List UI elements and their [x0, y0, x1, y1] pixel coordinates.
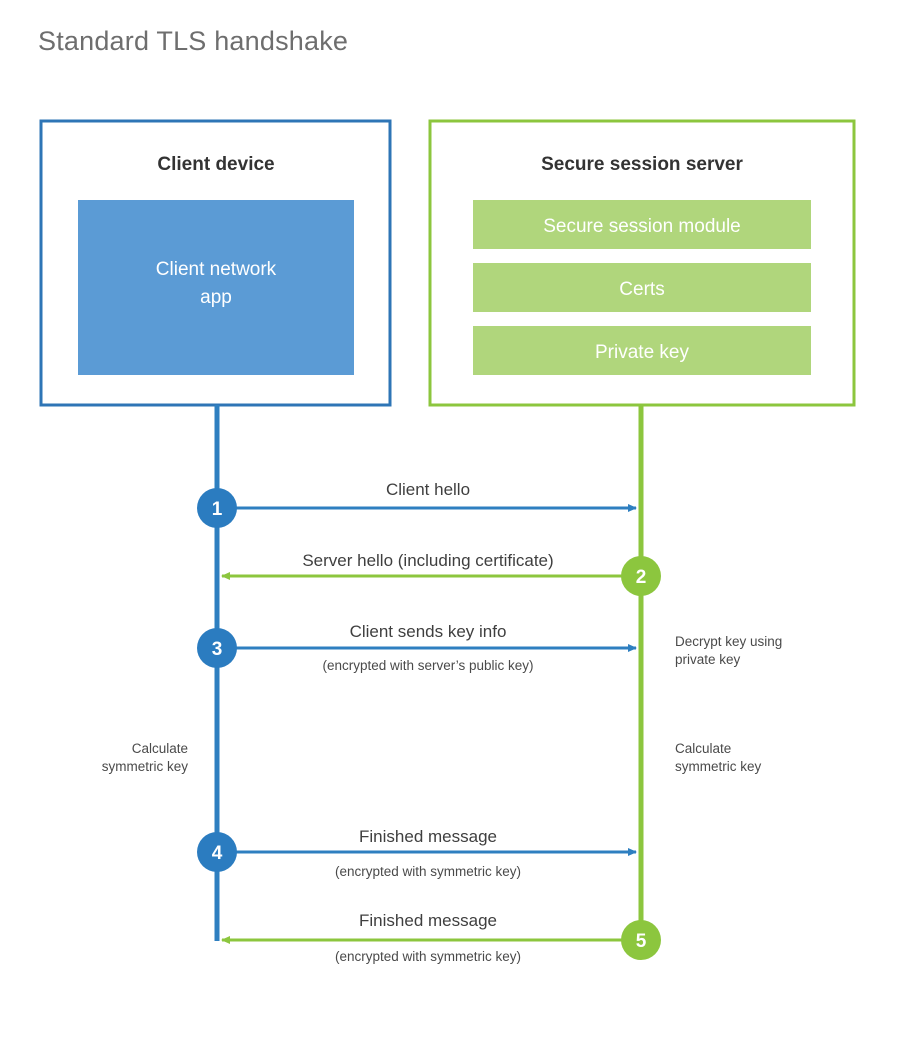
- step-5-number: 5: [636, 931, 647, 952]
- server-panel-title: Secure session server: [541, 154, 743, 175]
- step-4-group: Finished message (encrypted with symmetr…: [197, 827, 637, 879]
- step-3-marker: [197, 628, 237, 668]
- client-device-panel: Client device Client network app: [39, 119, 392, 407]
- step-1-label: Client hello: [386, 480, 470, 499]
- step-3-sublabel: (encrypted with server’s public key): [322, 658, 533, 673]
- step-3-group: Client sends key info (encrypted with se…: [197, 622, 637, 673]
- page-title: Standard TLS handshake: [38, 26, 349, 56]
- step-4-label: Finished message: [359, 827, 497, 846]
- client-calculate-symmetric-key-annotation: Calculate symmetric key: [102, 741, 189, 774]
- server-module-label-2: Private key: [595, 342, 689, 363]
- client-calc-line1: Calculate: [132, 741, 188, 756]
- client-network-app-label-line1: Client network: [156, 259, 277, 280]
- server-module-box-0: [473, 200, 811, 249]
- server-decrypt-annotation: Decrypt key using private key: [675, 634, 782, 667]
- step-5-sublabel: (encrypted with symmetric key): [335, 949, 521, 964]
- step-5-marker: [621, 920, 661, 960]
- client-panel-title: Client device: [157, 154, 274, 175]
- step-3-label: Client sends key info: [350, 622, 507, 641]
- client-calc-line2: symmetric key: [102, 759, 189, 774]
- step-5-label: Finished message: [359, 911, 497, 930]
- step-2-marker: [621, 556, 661, 596]
- step-4-number: 4: [212, 843, 223, 864]
- step-1-marker: [197, 488, 237, 528]
- server-module-box-1: [473, 263, 811, 312]
- step-2-label: Server hello (including certificate): [302, 551, 553, 570]
- secure-session-server-panel: Secure session server Secure session mod…: [428, 119, 856, 407]
- server-calc-line2: symmetric key: [675, 759, 762, 774]
- client-network-app-box: [78, 200, 354, 375]
- step-1-number: 1: [212, 499, 223, 520]
- server-calculate-symmetric-key-annotation: Calculate symmetric key: [675, 741, 762, 774]
- server-calc-line1: Calculate: [675, 741, 731, 756]
- step-2-group: Server hello (including certificate) 2: [221, 551, 661, 596]
- server-decrypt-line2: private key: [675, 652, 741, 667]
- server-decrypt-line1: Decrypt key using: [675, 634, 782, 649]
- server-module-box-2: [473, 326, 811, 375]
- step-4-marker: [197, 832, 237, 872]
- server-module-label-0: Secure session module: [543, 216, 741, 237]
- client-network-app-label-line2: app: [200, 287, 232, 308]
- step-5-group: Finished message (encrypted with symmetr…: [221, 911, 661, 964]
- step-4-sublabel: (encrypted with symmetric key): [335, 864, 521, 879]
- step-3-number: 3: [212, 639, 223, 660]
- step-2-number: 2: [636, 567, 647, 588]
- step-1-group: Client hello 1: [197, 480, 637, 528]
- server-module-label-1: Certs: [619, 279, 664, 300]
